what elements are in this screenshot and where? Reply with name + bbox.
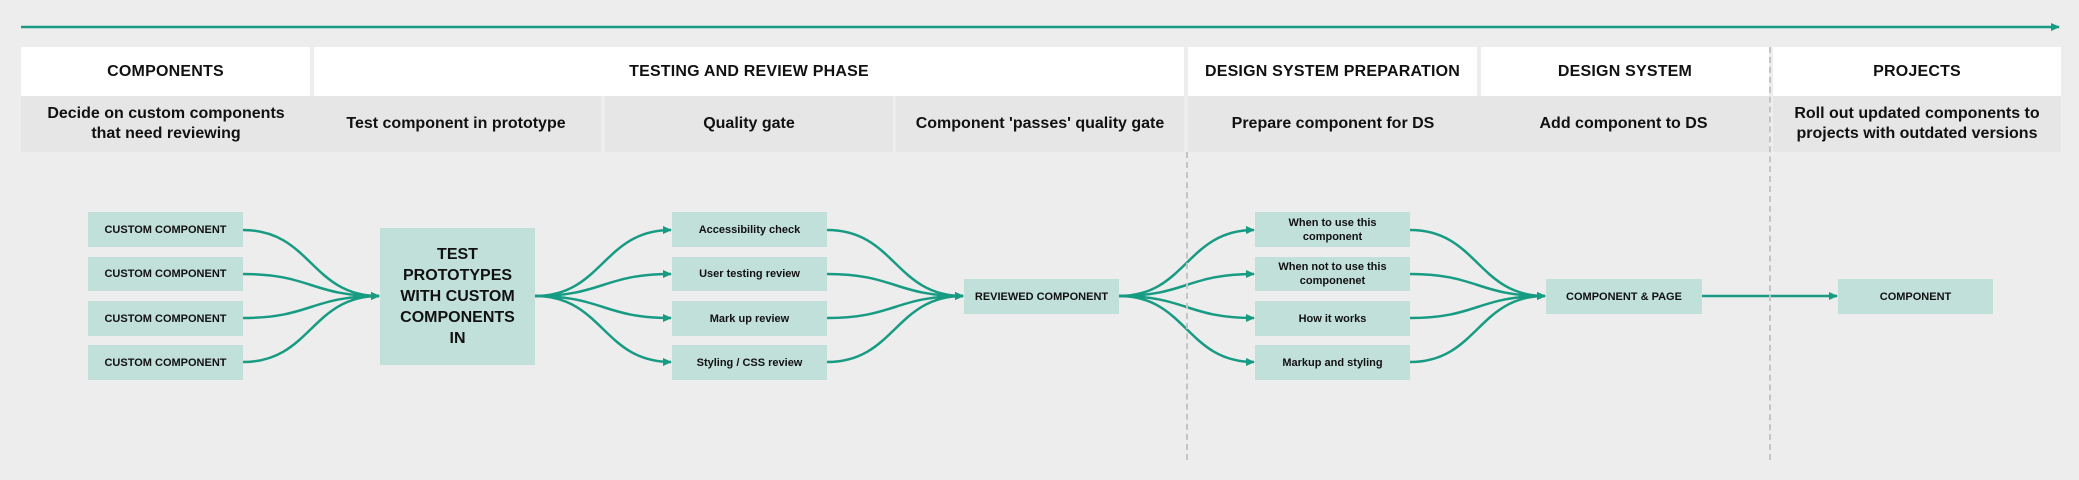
phase-design-system: DESIGN SYSTEM — [1481, 47, 1769, 96]
phase-design-system-preparation: DESIGN SYSTEM PREPARATION — [1188, 47, 1477, 96]
flow-arrow — [1409, 292, 1546, 364]
component-and-page-node: COMPONENT & PAGE — [1546, 279, 1702, 314]
step-passes-quality-gate: Component 'passes' quality gate — [896, 96, 1184, 152]
step-decide: Decide on custom components that need re… — [21, 96, 311, 152]
markup-review-node: Mark up review — [672, 301, 827, 336]
custom-component-node: CUSTOM COMPONENT — [88, 257, 243, 291]
step-add-to-ds: Add component to DS — [1478, 96, 1769, 152]
phase-testing-review: TESTING AND REVIEW PHASE — [314, 47, 1184, 96]
flow-arrow — [242, 228, 380, 300]
component-node: COMPONENT — [1838, 279, 1993, 314]
when-not-to-use-node: When not to use this componenet — [1255, 257, 1410, 291]
flow-arrow — [534, 226, 672, 298]
when-to-use-node: When to use this component — [1255, 212, 1410, 247]
phase-divider — [1186, 152, 1188, 460]
flow-arrow — [534, 294, 672, 322]
styling-css-review-node: Styling / CSS review — [672, 345, 827, 380]
flow-arrow — [242, 272, 380, 300]
accessibility-check-node: Accessibility check — [672, 212, 827, 247]
step-prepare-for-ds: Prepare component for DS — [1188, 96, 1478, 152]
phase-divider — [1769, 47, 1771, 460]
flow-arrow — [826, 228, 964, 300]
phase-components: COMPONENTS — [21, 47, 310, 96]
flow-arrow — [1409, 228, 1546, 300]
markup-and-styling-node: Markup and styling — [1255, 345, 1410, 380]
custom-component-node: CUSTOM COMPONENT — [88, 345, 243, 380]
custom-component-node: CUSTOM COMPONENT — [88, 301, 243, 336]
flow-arrow — [1409, 272, 1546, 300]
flow-arrow — [1409, 292, 1546, 320]
flow-arrow — [826, 292, 964, 320]
how-it-works-node: How it works — [1255, 301, 1410, 336]
flow-arrow — [826, 272, 964, 300]
user-testing-review-node: User testing review — [672, 257, 827, 291]
test-prototypes-node: TEST PROTOTYPES WITH CUSTOM COMPONENTS I… — [380, 228, 535, 365]
step-roll-out: Roll out updated components to projects … — [1773, 96, 2061, 152]
step-test-prototype: Test component in prototype — [311, 96, 601, 152]
custom-component-node: CUSTOM COMPONENT — [88, 212, 243, 247]
flow-arrow — [534, 294, 672, 366]
phase-projects: PROJECTS — [1773, 47, 2061, 96]
flow-arrow — [242, 292, 380, 320]
reviewed-component-node: REVIEWED COMPONENT — [964, 279, 1119, 314]
step-quality-gate: Quality gate — [605, 96, 893, 152]
flow-arrow — [534, 270, 672, 298]
flow-arrow — [826, 292, 964, 364]
flow-arrow — [242, 292, 380, 364]
